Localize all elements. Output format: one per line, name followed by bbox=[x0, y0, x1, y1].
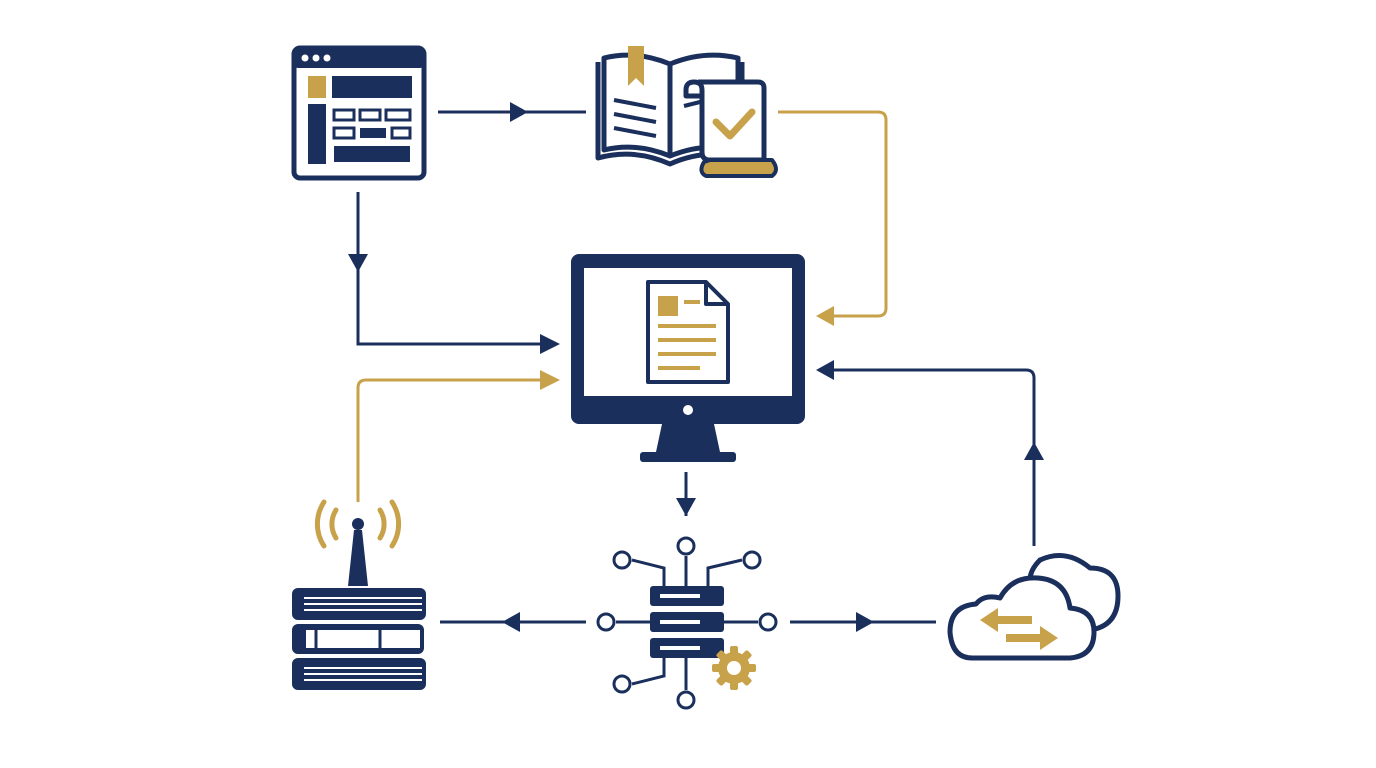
browser-window-icon bbox=[291, 45, 427, 181]
connector-server-to-library bbox=[440, 612, 586, 632]
connector-docs-to-workstation bbox=[778, 110, 888, 326]
connector-library-to-workstation bbox=[356, 370, 560, 502]
cloud-transfer-icon bbox=[947, 553, 1121, 661]
connector-webapp-to-docs bbox=[438, 102, 586, 122]
connector-server-to-cloud bbox=[790, 612, 936, 632]
monitor-document-icon bbox=[571, 254, 805, 462]
connector-cloud-to-workstation bbox=[816, 360, 1044, 546]
open-book-checklist-icon bbox=[595, 46, 778, 178]
connector-webapp-to-workstation bbox=[348, 192, 560, 354]
connector-workstation-to-server bbox=[676, 472, 696, 516]
gear-icon bbox=[712, 646, 756, 690]
book-stack-antenna-icon bbox=[292, 499, 426, 690]
server-network-gear-icon bbox=[596, 536, 778, 710]
transfer-arrows-icon bbox=[980, 608, 1058, 650]
